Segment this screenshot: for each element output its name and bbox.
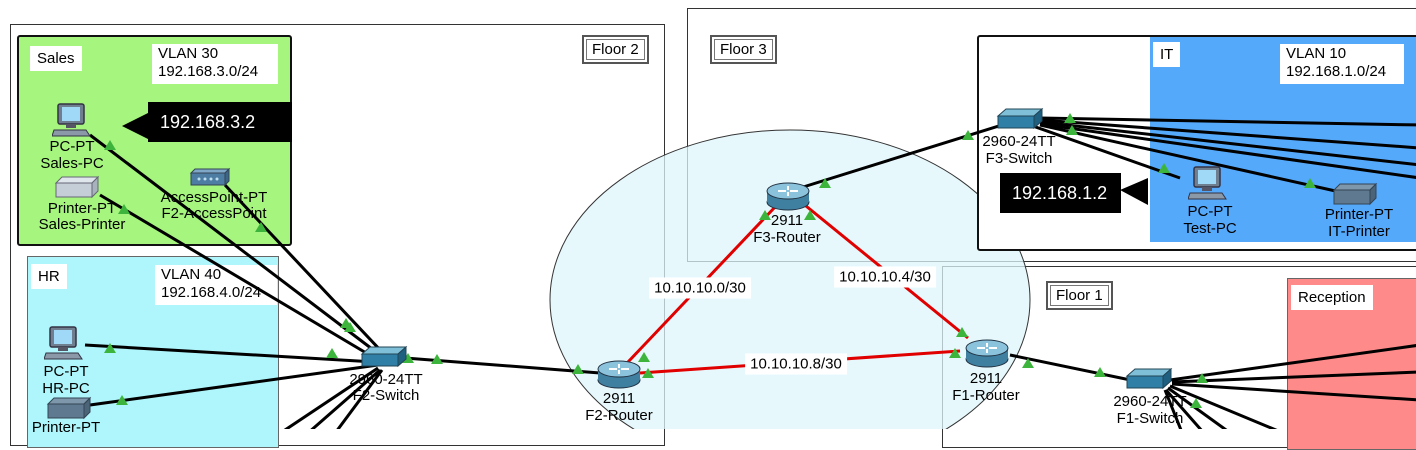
link-salesprinter-f2switch xyxy=(99,193,379,362)
hr-printer-type: Printer-PT xyxy=(31,419,101,436)
hr-pc-type: PC-PT xyxy=(43,363,89,380)
link-f1switch-r5 xyxy=(1167,386,1228,429)
f2-switch-icon[interactable] xyxy=(360,345,410,369)
hr-pc-icon[interactable] xyxy=(44,325,88,361)
floor-1-label: Floor 1 xyxy=(1046,281,1113,310)
f2-access-point-type: AccessPoint-PT xyxy=(160,189,268,206)
f2-access-point-icon[interactable] xyxy=(189,167,231,187)
reception-zone-label: Reception xyxy=(1291,285,1373,310)
test-pc-name: Test-PC xyxy=(1183,220,1237,237)
f2-router-type: 2911 xyxy=(602,390,636,407)
link-hrpc-f2switch xyxy=(84,343,376,364)
links-layer xyxy=(84,113,1416,429)
it-vlan-id: VLAN 10 xyxy=(1286,45,1347,62)
f1-switch-name: F1-Switch xyxy=(1116,410,1184,427)
sales-pc-icon[interactable] xyxy=(52,102,96,138)
link-f2switch-down1 xyxy=(283,366,379,429)
link-f1switch-r3 xyxy=(1171,382,1416,402)
hr-printer-icon[interactable] xyxy=(44,396,94,420)
it-printer-type: Printer-PT xyxy=(1324,206,1394,223)
f1-switch-type: 2960-24TT xyxy=(1113,393,1187,410)
link-label-f2-f1: 10.10.10.8/30 xyxy=(745,353,847,375)
it-printer-name: IT-Printer xyxy=(1328,223,1390,240)
link-f3switch-it4 xyxy=(1039,122,1416,179)
f3-router-name: F3-Router xyxy=(753,229,821,246)
sales-pc-name: Sales-PC xyxy=(40,155,104,172)
test-pc-type: PC-PT xyxy=(1187,203,1233,220)
sales-printer-icon[interactable] xyxy=(52,175,102,201)
it-printer-icon[interactable] xyxy=(1330,182,1382,206)
sales-pc-type: PC-PT xyxy=(49,138,95,155)
link-f3switch-it2 xyxy=(1039,118,1416,150)
f3-switch-icon[interactable] xyxy=(996,107,1046,131)
it-vlan-label: VLAN 10 192.168.1.0/24 xyxy=(1280,44,1404,84)
sales-ip-note: 192.168.3.2 xyxy=(148,102,292,142)
it-vlan-subnet: 192.168.1.0/24 xyxy=(1286,63,1387,80)
f1-router-type: 2911 xyxy=(969,370,1003,387)
it-zone-label: IT xyxy=(1153,42,1181,67)
sales-printer-type: Printer-PT xyxy=(47,200,117,217)
link-ap-f2switch xyxy=(223,183,384,354)
floor-2-label: Floor 2 xyxy=(582,35,649,64)
sales-ip-pointer xyxy=(122,112,1148,205)
sales-vlan-id: VLAN 30 xyxy=(158,45,219,62)
f2-switch-name: F2-Switch xyxy=(352,387,420,404)
f2-router-name: F2-Router xyxy=(585,407,653,424)
link-hrprinter-f2switch xyxy=(89,363,379,407)
link-f1switch-r7 xyxy=(1163,389,1183,429)
sales-printer-name: Sales-Printer xyxy=(38,216,126,233)
link-f1switch-r4 xyxy=(1169,384,1278,429)
link-salespc-f2switch xyxy=(89,133,381,357)
f3-router-icon[interactable] xyxy=(765,180,811,212)
link-f3switch-testpc xyxy=(1029,123,1181,180)
link-f3switch-it1 xyxy=(1039,116,1416,127)
link-f1switch-r2 xyxy=(1171,370,1416,384)
hr-zone-label: HR xyxy=(31,264,67,289)
sales-zone-label: Sales xyxy=(30,46,82,71)
hr-vlan-id: VLAN 40 xyxy=(161,266,222,283)
link-f1router-f1switch xyxy=(1009,353,1141,384)
sales-vlan-subnet: 192.168.3.0/24 xyxy=(158,63,259,80)
hr-vlan-label: VLAN 40 192.168.4.0/24 xyxy=(155,265,277,305)
hr-pc-name: HR-PC xyxy=(42,380,90,397)
hr-vlan-subnet: 192.168.4.0/24 xyxy=(161,284,262,301)
sales-vlan-label: VLAN 30 192.168.3.0/24 xyxy=(152,44,278,84)
link-f3switch-itprinter xyxy=(1039,123,1341,194)
f1-router-name: F1-Router xyxy=(952,387,1020,404)
link-f3switch-it3 xyxy=(1039,120,1416,167)
link-f2switch-down3 xyxy=(336,369,384,429)
f1-switch-icon[interactable] xyxy=(1125,367,1175,391)
link-f1switch-r1 xyxy=(1169,344,1416,382)
f2-access-point-name: F2-AccessPoint xyxy=(161,205,267,222)
f2-router-icon[interactable] xyxy=(596,358,642,390)
it-ip-note: 192.168.1.2 xyxy=(1000,173,1121,213)
link-label-f3-f1: 10.10.10.4/30 xyxy=(834,266,936,288)
link-label-f2-f3: 10.10.10.0/30 xyxy=(649,277,751,299)
floor-3-area xyxy=(687,8,1416,262)
f3-router-type: 2911 xyxy=(770,212,804,229)
link-f3router-f3switch xyxy=(799,118,1019,190)
floor-3-label: Floor 3 xyxy=(710,35,777,64)
link-f1switch-r6 xyxy=(1164,389,1203,429)
link-f2switch-down2 xyxy=(310,368,381,429)
f2-switch-type: 2960-24TT xyxy=(349,371,423,388)
f3-switch-type: 2960-24TT xyxy=(982,133,1056,150)
f3-switch-name: F3-Switch xyxy=(985,150,1053,167)
test-pc-icon[interactable] xyxy=(1188,165,1232,201)
f1-router-icon[interactable] xyxy=(964,337,1010,369)
